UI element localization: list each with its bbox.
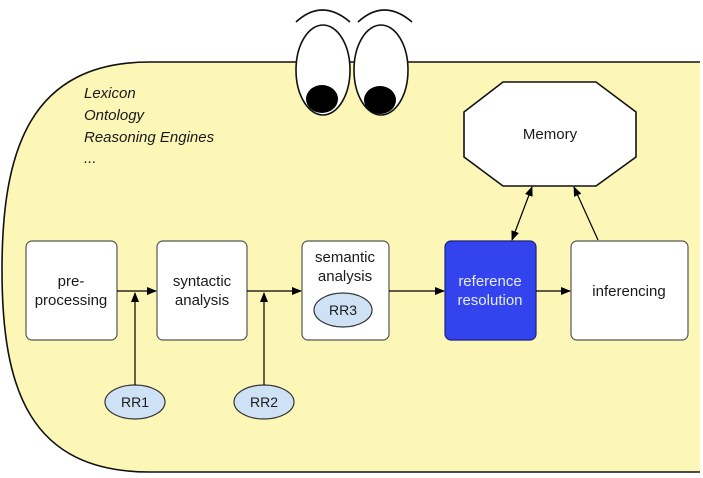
node-syntactic-line1: syntactic bbox=[173, 273, 232, 290]
rr1-label: RR1 bbox=[121, 394, 149, 410]
node-semantic-line1: semantic bbox=[315, 249, 376, 266]
memory-label: Memory bbox=[523, 126, 578, 143]
memory-octagon bbox=[463, 81, 637, 187]
node-reference-line2: resolution bbox=[457, 292, 522, 309]
node-syntactic-analysis bbox=[156, 240, 248, 341]
arrow-reference-memory-bidirectional bbox=[511, 186, 533, 241]
rr3-label: RR3 bbox=[329, 302, 357, 318]
node-semantic-line2: analysis bbox=[318, 268, 372, 285]
rr3-ellipse bbox=[313, 292, 373, 328]
node-preprocessing bbox=[25, 240, 118, 341]
arrow-inferencing-to-memory bbox=[573, 186, 599, 241]
resource-reasoning-engines: Reasoning Engines bbox=[84, 129, 215, 146]
resource-ontology: Ontology bbox=[84, 107, 146, 124]
node-syntactic-line2: analysis bbox=[175, 292, 229, 309]
node-inferencing bbox=[570, 240, 689, 341]
node-inferencing-label: inferencing bbox=[592, 283, 665, 300]
rr2-label: RR2 bbox=[250, 394, 278, 410]
eyes-illustration bbox=[295, 9, 413, 116]
node-preprocessing-line1: pre- bbox=[58, 273, 85, 290]
node-reference-resolution bbox=[444, 240, 537, 341]
node-reference-line1: reference bbox=[458, 273, 521, 290]
resource-lexicon: Lexicon bbox=[84, 85, 136, 102]
node-preprocessing-line2: processing bbox=[35, 292, 108, 309]
resource-ellipsis: ... bbox=[84, 150, 97, 167]
